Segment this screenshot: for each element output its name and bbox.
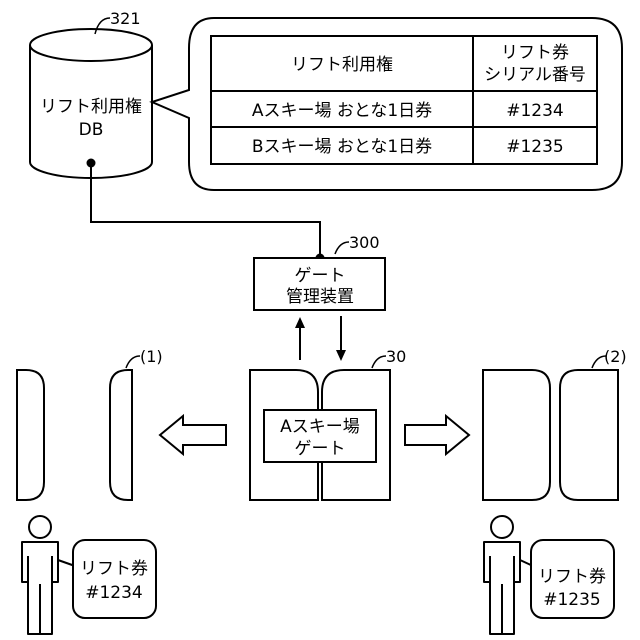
left-ticket-line2: #1234 [85,583,143,603]
database-label-line1: リフト利用権 [40,97,142,117]
right-gate-right-panel [560,370,618,500]
table-header-right: リフト利用権 [291,55,393,75]
left-gate-ref-leader [126,356,140,368]
db-connector-dot [87,159,96,168]
left-ticket-card [73,540,156,618]
right-ticket-line2: #1235 [543,590,601,610]
database-ref-number: 321 [110,9,141,28]
right-ticket-line1: リフト券 [538,567,606,587]
center-gate-line2: ゲート [295,439,346,459]
database-label-line2: DB [79,120,104,140]
gate-manager-line1: ゲート [295,266,346,286]
gate-manager-ref-number: 300 [349,233,380,252]
right-gate-left-panel [483,370,550,500]
right-gate-ref-number: (2) [604,347,627,366]
left-gate-ref-number: (1) [140,347,163,366]
center-gate-ref-number: 30 [386,347,406,366]
left-hollow-arrow [160,416,226,454]
gate-manager-line2: 管理装置 [286,287,354,307]
table-header-ticket: リフト券 [501,43,569,63]
table-header-serial: シリアル番号 [484,65,586,85]
right-person-icon [484,516,520,634]
center-gate-ref-leader [372,356,386,368]
up-arrow [295,317,305,360]
left-gate-right-panel [110,370,132,500]
left-person-icon [22,516,58,634]
right-hollow-arrow [405,416,469,454]
table-row-2-serial: #1235 [506,137,564,157]
left-gate-left-panel [17,370,44,500]
down-arrow [336,316,346,361]
gate-manager-ref-leader [335,242,349,254]
center-gate-line1: Aスキー場 [280,417,360,437]
left-ticket-line1: リフト券 [80,559,148,579]
table-row-1-right: Aスキー場 おとな1日券 [252,101,432,121]
table-row-1-serial: #1234 [506,101,564,121]
table-row-2-right: Bスキー場 おとな1日券 [252,137,432,157]
